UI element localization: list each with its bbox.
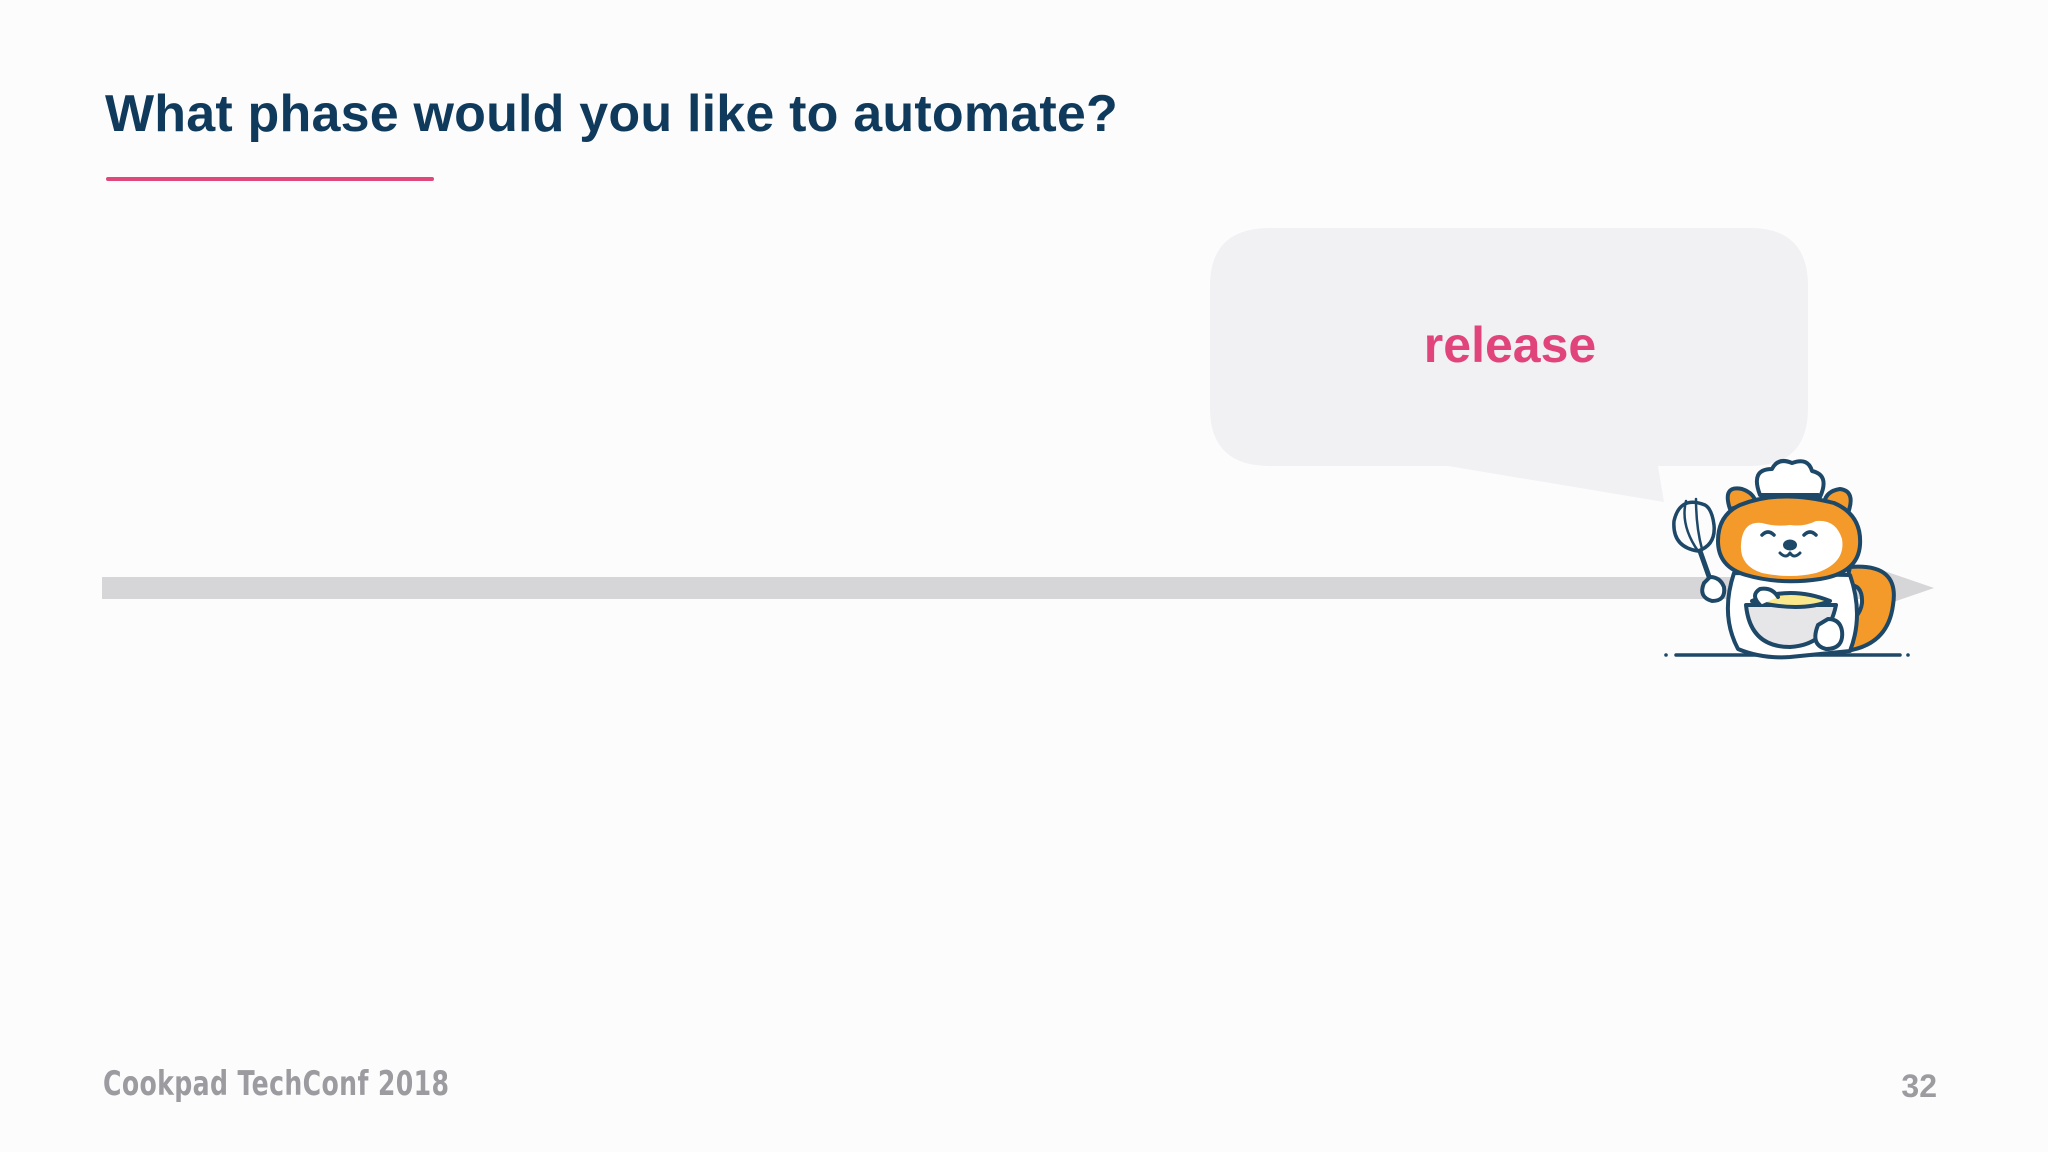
speech-bubble-text: release	[1423, 317, 1597, 373]
slide-title: What phase would you like to automate?	[105, 85, 1119, 143]
timeline-bar	[102, 577, 1902, 599]
title-underline	[106, 177, 434, 181]
chef-mascot-icon	[1664, 459, 1910, 660]
footer-brand-label: Cookpad TechConf 2018	[103, 1064, 450, 1104]
page-number: 32	[1901, 1068, 1937, 1104]
